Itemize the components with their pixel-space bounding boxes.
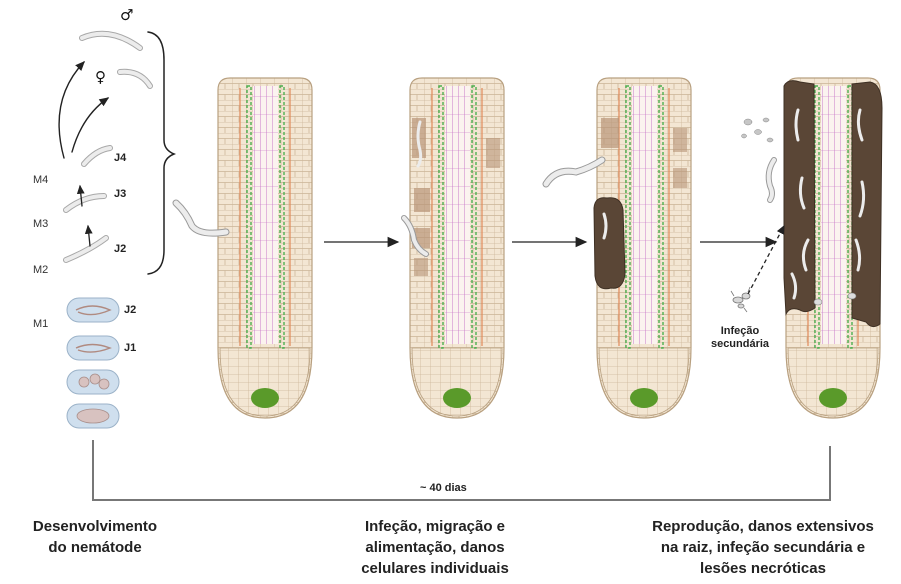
female-symbol: ♀ <box>95 68 106 86</box>
root-panel-4 <box>784 78 882 418</box>
lesion <box>414 188 430 212</box>
curly-brace <box>148 32 174 274</box>
debris <box>755 130 762 135</box>
meristem <box>630 388 658 408</box>
lesion <box>673 128 687 152</box>
development-arrow <box>59 62 84 158</box>
secondary-infection-label: Infeção secundária <box>703 325 777 351</box>
vascular-cylinder <box>445 86 470 344</box>
lesion <box>486 138 500 168</box>
secondary-infection-arrow <box>748 226 784 294</box>
meristem <box>819 388 847 408</box>
vascular-cylinder <box>253 86 278 344</box>
meristem <box>251 388 279 408</box>
root-panel-3 <box>594 78 691 418</box>
pathogen-icon <box>731 287 750 312</box>
root-panel-2 <box>410 78 504 418</box>
label-egg-j2: J2 <box>124 304 136 316</box>
label-egg-j1: J1 <box>124 342 136 354</box>
juvenile-j2 <box>66 238 106 260</box>
vascular-cylinder <box>821 86 846 344</box>
molt-arrow <box>88 226 90 246</box>
caption-infection: Infeção, migração e alimentação, danos c… <box>330 516 540 579</box>
meristem <box>443 388 471 408</box>
necrotic-lesion <box>594 198 625 289</box>
label-m4: M4 <box>33 174 48 186</box>
label-m3: M3 <box>33 218 48 230</box>
male-symbol: ♂ <box>120 6 133 24</box>
duration-label: ~ 40 dias <box>420 482 467 494</box>
label-j4: J4 <box>114 152 126 164</box>
debris <box>767 138 773 142</box>
debris <box>742 134 747 138</box>
label-m1: M1 <box>33 318 48 330</box>
caption-development: Desenvolvimento do nemátode <box>0 516 190 558</box>
label-m2: M2 <box>33 264 48 276</box>
vascular-cylinder <box>632 86 657 344</box>
debris <box>763 118 769 122</box>
label-j2: J2 <box>114 243 126 255</box>
label-j3: J3 <box>114 188 126 200</box>
necrotic-cortex-right <box>852 82 882 327</box>
lesion <box>601 118 619 148</box>
root-panel-1 <box>218 78 312 418</box>
lesion <box>414 258 428 276</box>
male-nematode <box>82 34 140 48</box>
egg <box>814 299 822 305</box>
lesion <box>673 168 687 188</box>
egg <box>848 293 856 299</box>
debris <box>744 119 752 125</box>
development-arrow <box>72 98 108 152</box>
caption-reproduction: Reprodução, danos extensivos na raiz, in… <box>628 516 898 579</box>
eggs <box>67 298 119 428</box>
